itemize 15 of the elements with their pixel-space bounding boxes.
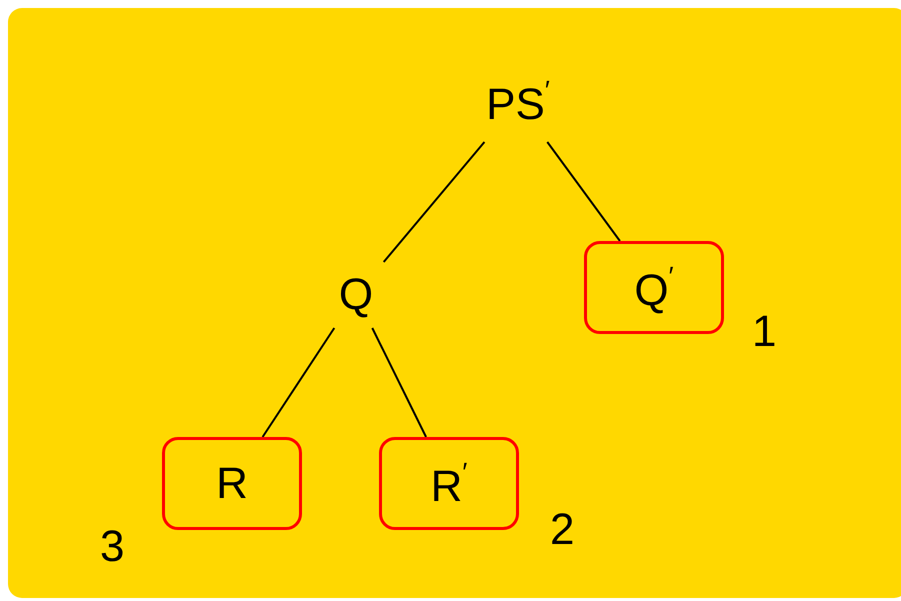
node-text: PS$^{′}$ [486,77,550,127]
node-number: 1 [752,310,776,354]
tree-node-box [584,241,724,334]
connector-line [382,141,486,263]
node-number: 3 [100,525,124,569]
node-text: R [216,462,248,506]
node-text: Q$^{′}$ [634,262,674,312]
tree-node-box [162,437,302,530]
connector-line [371,328,427,438]
connector-line [262,327,336,438]
node-number: 2 [550,508,574,552]
node-text: R$^{′}$ [430,458,468,508]
tree-node-box [379,437,519,530]
node-text: Q [338,273,374,317]
connector-line [546,141,621,242]
